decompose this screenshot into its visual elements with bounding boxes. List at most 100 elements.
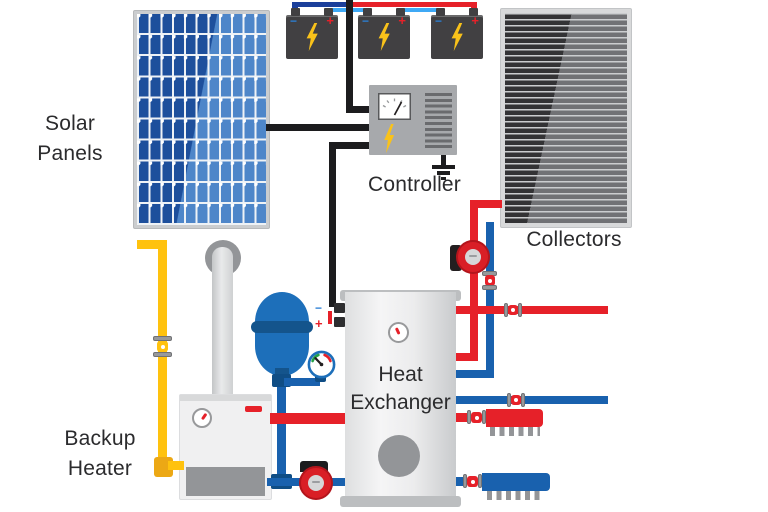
tank-gauge-icon	[388, 322, 409, 343]
cold-manifold-valve-icon	[467, 476, 478, 487]
cold-pipe-valve-icon	[511, 395, 521, 405]
circulation-pump-icon	[299, 466, 333, 500]
expansion-vessel-neck	[275, 368, 289, 378]
solar-panels-label-line2: Panels	[37, 142, 103, 165]
return-valve-flange-bottom	[482, 285, 497, 290]
controller-meter-icon	[378, 93, 411, 120]
battery-3: − +	[431, 8, 483, 59]
collector-return-pipe-vertical	[486, 222, 494, 378]
backup-heater-top-strip	[180, 395, 271, 401]
collector-slats	[505, 13, 627, 223]
controller-output-wire-horizontal	[329, 142, 373, 149]
element-positive-wire	[328, 311, 332, 324]
cold-manifold-body	[482, 473, 550, 491]
collector-supply-pipe-vertical	[470, 200, 478, 361]
hot-pipe-valve-icon	[508, 305, 518, 315]
collectors-label: Collectors	[526, 228, 622, 251]
collector-return-elbow	[452, 370, 494, 378]
hot-pipe-valve-flange-right	[518, 303, 522, 317]
element-plus-sign: +	[315, 316, 323, 331]
battery-2-lightning-icon	[378, 23, 390, 51]
cold-return-pipe-right	[452, 396, 608, 404]
element-minus-sign: −	[315, 301, 323, 315]
hot-manifold-stub	[452, 413, 468, 422]
battery-2-minus-sign: −	[362, 14, 370, 28]
gas-valve-flange-bottom	[153, 352, 172, 357]
controller-lightning-icon	[384, 124, 395, 153]
cold-pipe-valve-flange-left	[507, 393, 511, 407]
cold-manifold-valve-flange-right	[478, 474, 482, 488]
backup-heater-burner-panel	[186, 467, 265, 496]
backup-heater-gauge-icon	[192, 408, 212, 428]
battery-2-negative-post	[363, 8, 372, 16]
controller-vent-slats	[425, 93, 452, 149]
solar-pump-face	[464, 248, 481, 265]
cold-manifold-ports	[487, 491, 543, 500]
hot-pipe-heater-to-tank	[270, 413, 347, 424]
backup-heater-label-line1: Backup	[64, 427, 136, 450]
heat-exchanger-label-line1: Heat	[378, 363, 423, 386]
element-terminal-upper	[334, 303, 345, 313]
positive-wire-horizontal	[350, 2, 477, 7]
backup-heater-indicator	[245, 406, 262, 412]
hot-supply-pipe-right	[452, 306, 608, 314]
gas-valve-icon	[157, 341, 168, 352]
battery-1-minus-sign: −	[290, 14, 298, 28]
solar-pump-icon	[456, 240, 490, 274]
solar-panel-cells	[137, 14, 266, 225]
solar-to-controller-wire	[266, 124, 373, 131]
hot-manifold-valve-flange-left	[467, 410, 471, 424]
battery-jumper2-horizontal	[399, 8, 443, 12]
battery-to-controller-wire-horizontal	[346, 106, 374, 113]
chimney-pipe	[212, 247, 233, 397]
controller-box	[369, 85, 457, 155]
battery-3-minus-sign: −	[435, 14, 443, 28]
positive-wire-drop	[471, 2, 477, 13]
collector-supply-pipe-top	[470, 200, 502, 208]
element-terminal-lower	[334, 317, 345, 327]
expansion-vessel-band	[251, 321, 313, 333]
negative-wire-horizontal	[292, 2, 352, 7]
backup-heater-label-line2: Heater	[67, 457, 133, 480]
pressure-gauge-icon	[307, 350, 336, 379]
battery-2: − +	[358, 8, 410, 59]
hot-manifold-body	[486, 409, 543, 427]
battery-1-plus-sign: +	[326, 13, 334, 28]
battery-1: − +	[286, 8, 338, 59]
battery-3-negative-post	[436, 8, 445, 16]
battery-1-negative-post	[291, 8, 300, 16]
gas-valve-flange-top	[153, 336, 172, 341]
cold-pipe-valve-flange-right	[521, 393, 525, 407]
solar-panels-label-line1: Solar	[44, 112, 96, 135]
expansion-vessel	[255, 292, 309, 376]
heat-exchanger-label-line2: Exchanger	[350, 391, 451, 414]
gauge-branch-pipe	[284, 378, 320, 386]
battery-2-plus-sign: +	[398, 13, 406, 28]
battery-1-positive-post	[324, 8, 333, 16]
vessel-pipe-vertical	[277, 376, 286, 480]
negative-wire-drop	[292, 2, 298, 13]
return-valve-icon	[485, 275, 495, 286]
ground-icon-bar1	[432, 165, 455, 169]
hot-manifold-valve-icon	[471, 412, 482, 423]
gas-pipe-stub-to-heater	[168, 461, 184, 470]
hot-manifold-ports	[490, 427, 540, 436]
battery-to-controller-wire-vertical	[346, 0, 353, 112]
battery-1-lightning-icon	[306, 23, 318, 51]
circulation-pump-face	[307, 474, 324, 491]
battery-2-positive-post	[396, 8, 405, 16]
battery-3-lightning-icon	[451, 23, 463, 51]
ground-icon-bar3	[441, 177, 446, 180]
hot-pipe-valve-flange-left	[504, 303, 508, 317]
cold-manifold-valve-flange-left	[463, 474, 467, 488]
tank-bottom-cap	[340, 496, 461, 507]
controller-label: Controller	[367, 173, 462, 196]
cold-manifold-stub	[452, 477, 464, 486]
gas-pipe-horizontal-top	[137, 240, 167, 249]
ground-icon-bar2	[437, 171, 450, 175]
battery-3-positive-post	[469, 8, 478, 16]
controller-output-wire-vertical	[329, 142, 336, 307]
tank-drain-circle	[378, 435, 420, 477]
collector-supply-elbow	[452, 353, 478, 361]
